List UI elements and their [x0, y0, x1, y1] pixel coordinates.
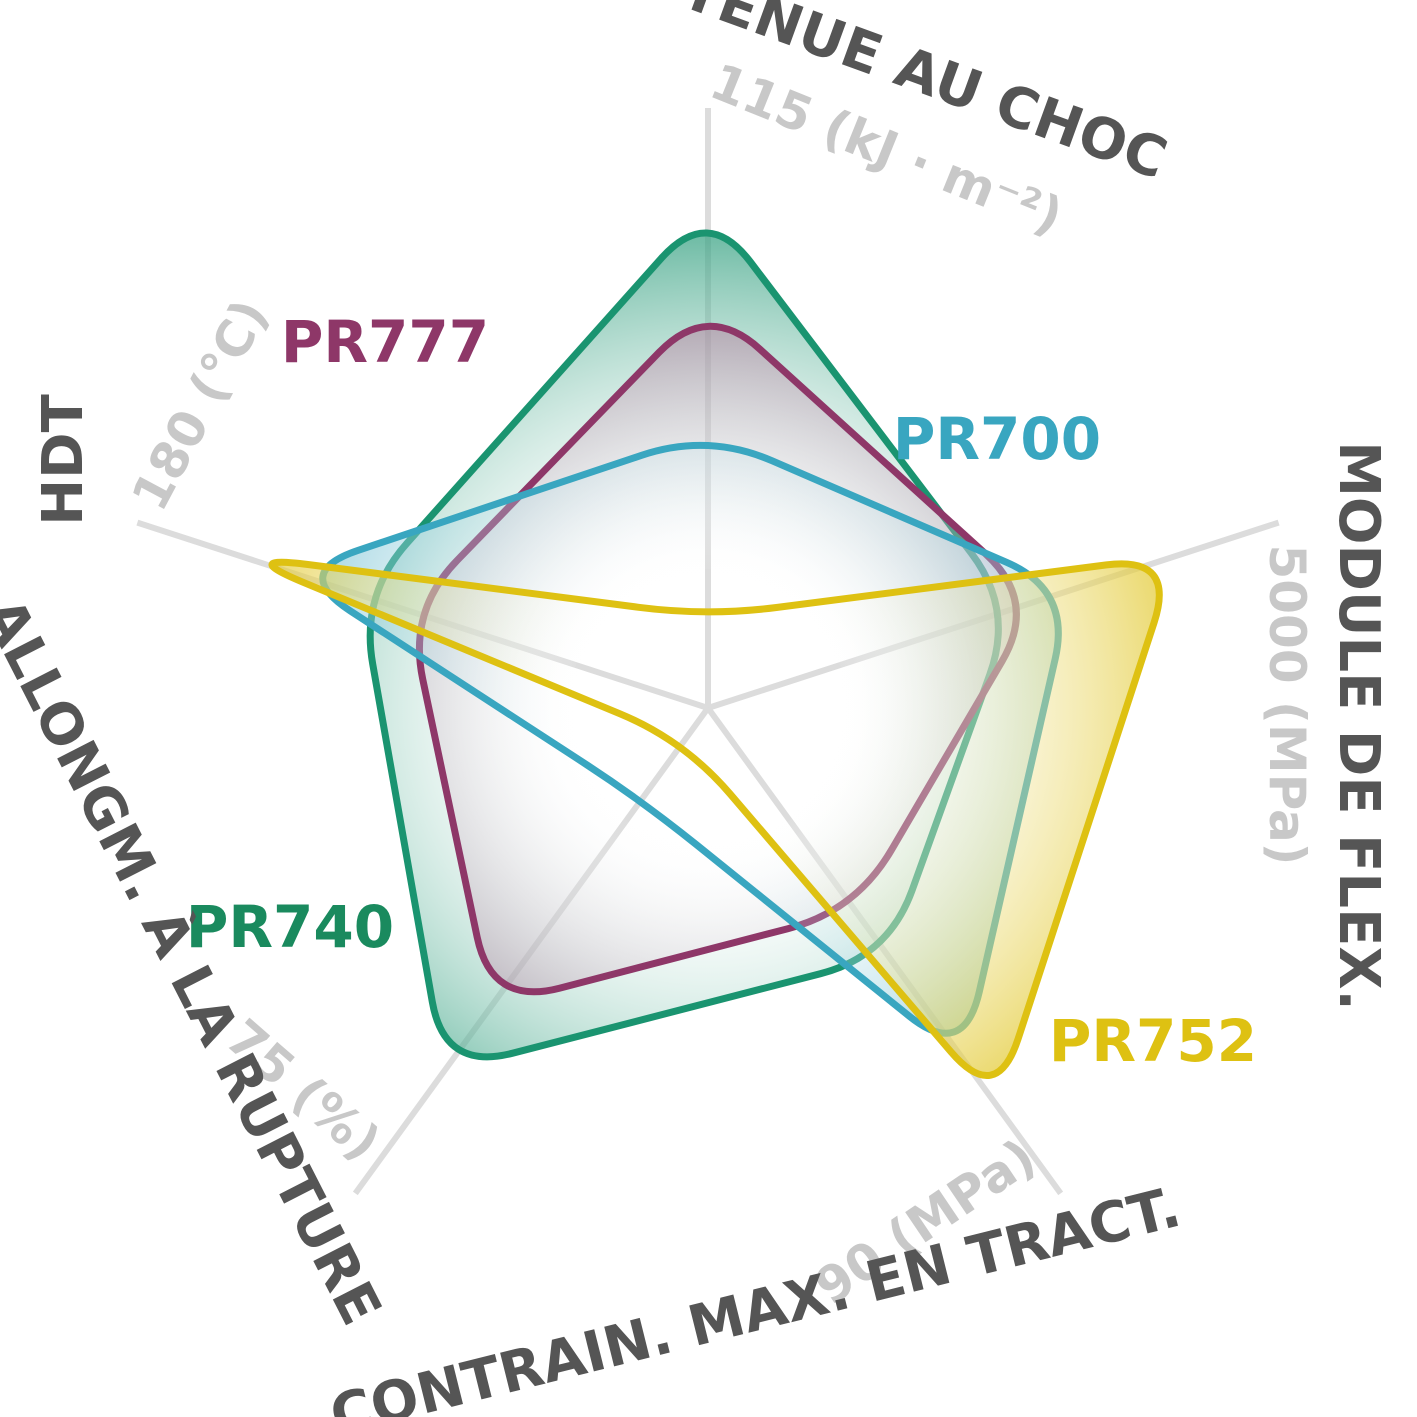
axis-max-hdt: 180 (°C)	[121, 290, 280, 520]
series-label-pr752: PR752	[1049, 1007, 1257, 1075]
chart-series-shapes	[268, 229, 1163, 1080]
series-label-pr777: PR777	[281, 308, 489, 376]
axis-title-flex-modulus: MODULE DE FLEX.	[1326, 441, 1391, 1011]
series-label-pr740: PR740	[186, 893, 394, 961]
series-label-pr700: PR700	[893, 405, 1101, 473]
axis-max-flex-modulus: 5000 (MPa)	[1258, 544, 1316, 865]
axis-title-tensile: CONTRAIN. MAX. EN TRACT.	[324, 1175, 1187, 1417]
series-shape-pr752	[268, 558, 1163, 1080]
axis-title-elongation: ALLONGM. À LA RUPTURE	[0, 588, 393, 1335]
axis-title-hdt: HDT	[31, 394, 96, 526]
